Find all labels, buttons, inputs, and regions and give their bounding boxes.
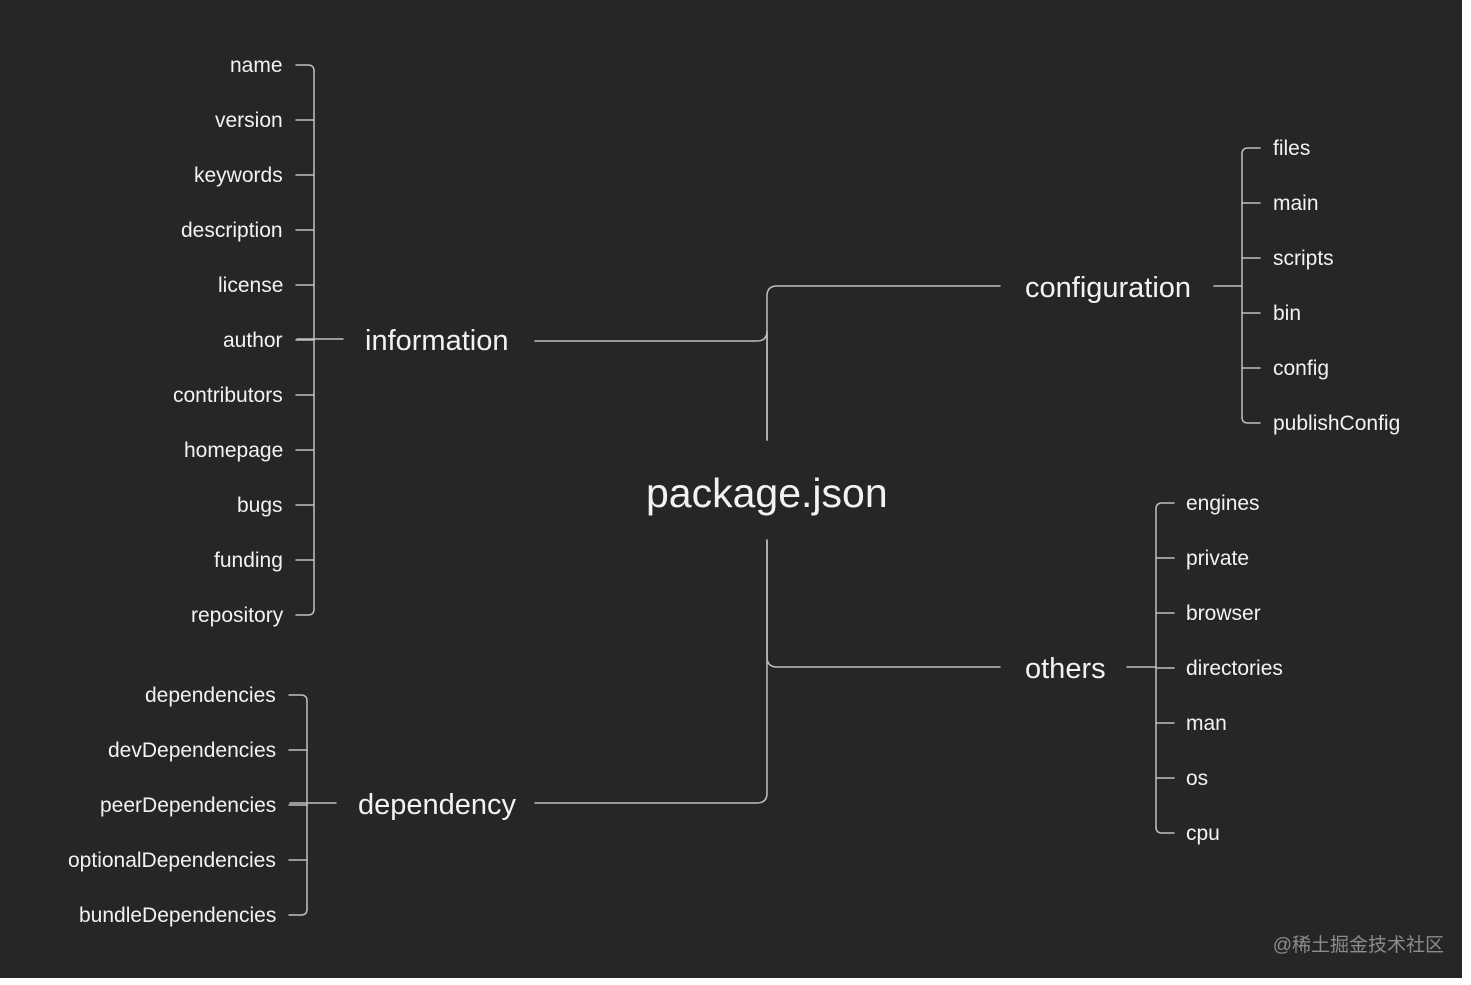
root-to-others-connector (766, 539, 1001, 668)
dep-tick-connector (288, 908, 308, 916)
others-item: os (1186, 766, 1209, 790)
root-to-information-connector (534, 330, 768, 441)
branch-information-label: information (365, 324, 509, 357)
information-item: author (223, 328, 283, 352)
information-item: description (181, 218, 283, 242)
branch-others-label: others (1025, 652, 1106, 685)
branch-configuration-label: configuration (1025, 271, 1192, 304)
information-item: repository (191, 603, 284, 627)
others-item: engines (1186, 491, 1260, 515)
configuration-item: config (1273, 356, 1330, 380)
information-item: contributors (173, 383, 283, 407)
root-to-configuration-connector (766, 285, 1001, 441)
configuration-item: scripts (1273, 246, 1334, 270)
branch-dependency-label: dependency (358, 788, 517, 821)
dependency-item: devDependencies (108, 738, 277, 762)
information-item: name (230, 53, 283, 77)
info-tick-connector (295, 608, 315, 616)
configuration-item: files (1273, 136, 1311, 160)
dependency-item: dependencies (145, 683, 276, 707)
configuration-item: bin (1273, 301, 1302, 325)
information-item: homepage (184, 438, 284, 462)
root-node-label: package.json (646, 469, 888, 516)
root-to-dependency-connector (534, 539, 768, 804)
information-item: version (215, 108, 283, 132)
others-item: directories (1186, 656, 1283, 680)
information-item: bugs (237, 493, 283, 517)
dep-tick-connector (288, 694, 308, 702)
cfg-tick-connector (1241, 416, 1261, 424)
cfg-tick-connector (1241, 147, 1261, 155)
watermark: @稀土掘金技术社区 (1272, 935, 1444, 956)
others-item: man (1186, 711, 1227, 735)
oth-tick-connector (1155, 826, 1175, 834)
others-item: private (1186, 546, 1250, 570)
others-item: cpu (1186, 821, 1220, 845)
information-item: license (218, 273, 284, 297)
info-tick-connector (295, 64, 315, 72)
dependency-item: bundleDependencies (79, 903, 277, 927)
information-item: funding (214, 548, 283, 572)
information-item: keywords (194, 163, 283, 187)
configuration-item: main (1273, 191, 1319, 215)
dependency-item: peerDependencies (100, 793, 277, 817)
oth-tick-connector (1155, 502, 1175, 510)
others-item: browser (1186, 601, 1261, 625)
dependency-item: optionalDependencies (68, 848, 276, 872)
configuration-item: publishConfig (1273, 411, 1401, 435)
